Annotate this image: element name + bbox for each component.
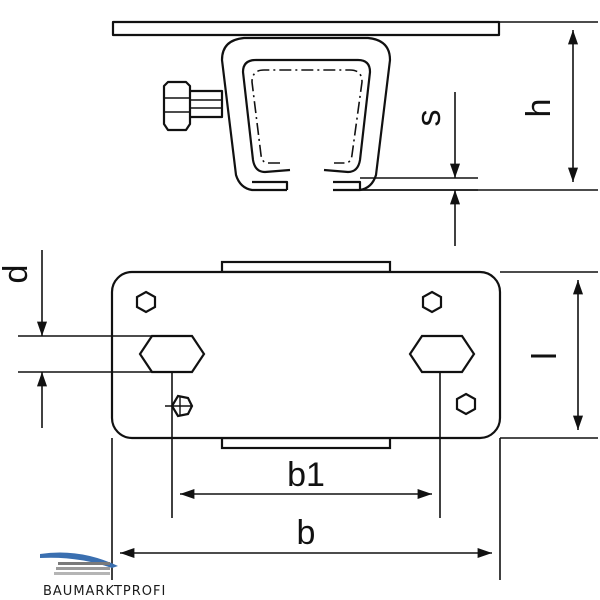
dimension-h [360,21,598,191]
top-plate [111,20,501,37]
brand-swoosh-icon [40,552,118,568]
dimension-l [500,271,598,439]
label-h: h [520,99,558,118]
c-profile-lip-left [252,180,289,190]
clamp-bolt [162,80,224,132]
hex-hole-top-right [421,290,443,314]
bolt-head [162,80,192,132]
dimension-b1 [171,372,441,518]
label-s: s [410,110,448,127]
side-profile-view [111,20,501,192]
hex-hole-top-left [135,290,157,314]
dimension-b [111,438,501,580]
label-b1: b1 [287,456,325,494]
dimension-d [18,250,186,428]
plate-body [110,270,502,440]
slot-right [408,334,476,374]
c-profile-inner [241,58,372,174]
c-profile-outer [220,36,392,192]
slot-left [138,334,206,374]
label-d: d [0,265,35,284]
plate-view [110,260,502,450]
plate-tab-bottom [220,436,392,450]
c-profile-centerline [251,69,363,164]
label-l: l [526,352,564,360]
brand-logo: BAUMARKTPROFI [40,552,166,599]
brand-name: BAUMARKTPROFI [43,584,166,599]
hex-hole-bottom-right [455,392,477,416]
label-b: b [297,514,316,552]
dimension-s [360,92,478,246]
plate-tab-top [220,260,392,274]
c-profile-lip-right [333,180,362,190]
